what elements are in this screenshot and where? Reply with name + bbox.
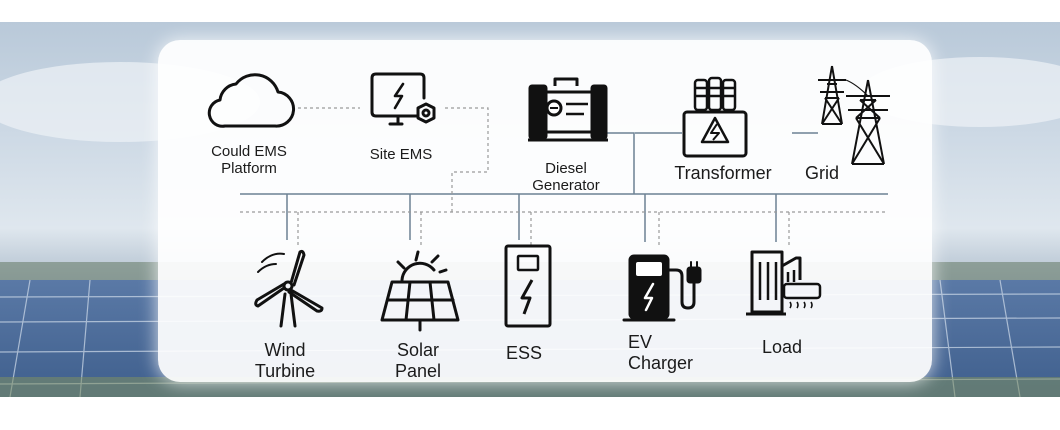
grid-label: Grid [804,163,839,183]
monitor-gear-icon [370,72,436,126]
ess-label: ESS [505,343,543,363]
battery-cabinet-icon [504,244,552,328]
wind-turbine-icon [254,249,324,328]
site-ems-label: Site EMS [369,146,433,163]
solar-panel-label: Solar Panel [394,340,442,381]
solar-panel-icon [380,250,460,332]
transformer-icon [682,76,748,158]
load-label: Load [761,337,803,357]
power-connections [286,132,818,242]
cloud-ems-label: Could EMS Platform [211,143,287,178]
wind-turbine-label: Wind Turbine [254,340,316,381]
building-icon [746,250,822,316]
transformer-label: Transformer [674,163,772,183]
ev-charger-icon [622,254,702,322]
power-tower-icon [818,65,890,165]
cloud-icon [207,73,295,128]
ev-charger-label: EV Charger [628,332,694,373]
generator-icon [528,77,608,142]
communication-lines [240,107,888,245]
diesel-generator-label: Diesel Generator [532,160,600,195]
